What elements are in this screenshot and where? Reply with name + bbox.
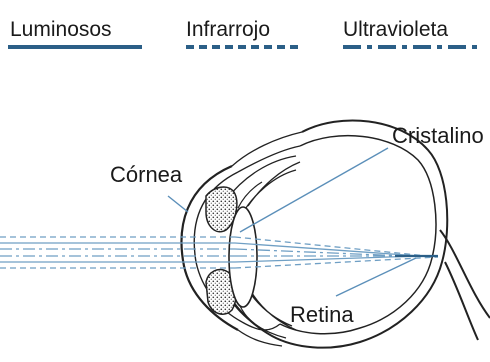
legend-label-ultravioleta: Ultravioleta xyxy=(343,18,448,41)
label-cristalino: Cristalino xyxy=(392,123,484,148)
label-pointers xyxy=(168,148,416,296)
ray-solid xyxy=(235,256,420,262)
lens xyxy=(229,207,257,307)
label-cornea: Córnea xyxy=(110,162,183,187)
ray-dotted xyxy=(235,237,438,257)
pointer-retina xyxy=(336,258,416,296)
legend-label-luminosos: Luminosos xyxy=(10,18,112,41)
label-retina: Retina xyxy=(290,302,354,327)
optic-nerve xyxy=(440,230,490,340)
pointer-cornea xyxy=(168,196,188,212)
ray-dash-dot xyxy=(235,249,405,256)
legend-label-infrarrojo: Infrarrojo xyxy=(186,18,270,41)
legend: Luminosos Infrarrojo Ultravioleta xyxy=(8,18,479,47)
light-rays xyxy=(0,237,438,268)
